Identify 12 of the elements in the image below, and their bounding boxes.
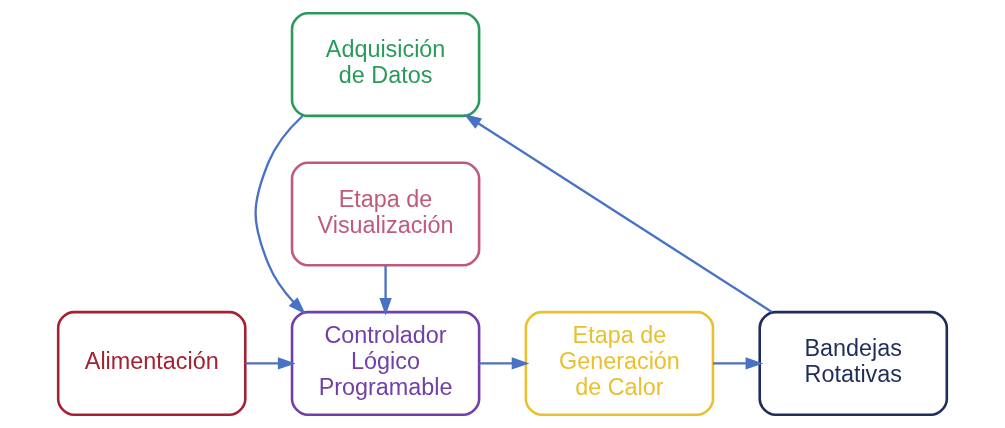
arrow: [463, 114, 773, 313]
node-box: Alimentación: [56, 310, 247, 417]
node-box: Bandejas Rotativas: [758, 310, 949, 417]
arrow: [713, 357, 764, 370]
arrow: [379, 265, 392, 316]
node-box: Controlador Lógico Programable: [290, 310, 481, 417]
node-box: Adquisición de Datos: [290, 11, 481, 118]
arrow: [245, 357, 296, 370]
node-box: Etapa de Visualización: [290, 161, 481, 267]
node-box: Etapa de Generación de Calor: [524, 310, 715, 417]
arrow: [254, 115, 306, 315]
arrow: [479, 357, 530, 370]
